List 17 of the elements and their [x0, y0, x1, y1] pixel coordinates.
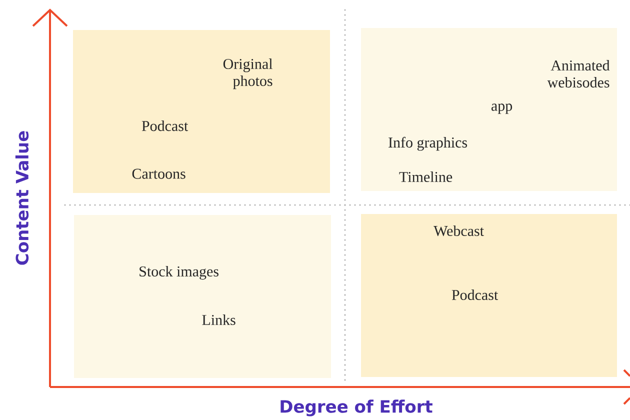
item-label: Original photos: [223, 58, 272, 90]
axis-label: Content Value: [15, 131, 29, 265]
item-label: Links: [202, 314, 236, 326]
quadrant-box: [361, 214, 617, 377]
item-label: Cartoons: [132, 168, 186, 179]
item-label: Podcast: [142, 120, 188, 132]
axis-label: Degree of Effort: [280, 400, 432, 416]
quadrant-box: [361, 28, 617, 191]
item-label: Animated webisodes: [547, 60, 610, 88]
quadrant-box: [74, 214, 331, 378]
quadrant-box: [73, 30, 330, 193]
item-label: Webcast: [434, 225, 484, 236]
item-label: Stock images: [140, 266, 218, 280]
item-label: Info graphics: [388, 136, 468, 151]
item-label: Podcast: [452, 290, 498, 300]
item-label: app: [492, 104, 512, 114]
item-label: Timeline: [399, 172, 452, 182]
